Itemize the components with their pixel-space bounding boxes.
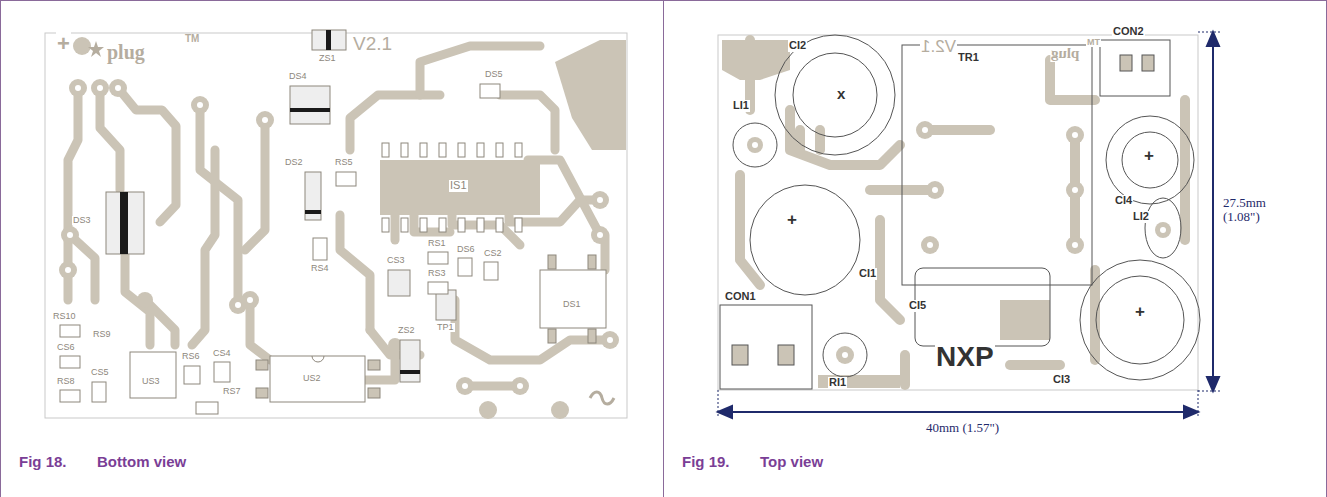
component-outlines [720,35,1200,389]
copper-traces [68,46,610,386]
part-label: RS6 [181,352,201,361]
part-label: CI2 [788,40,807,52]
part-label: CI4 [1114,195,1133,207]
copper-area [380,40,626,215]
part-label: TM [1086,38,1101,47]
extension-lines [718,32,1222,418]
part-label: TP1 [436,323,455,332]
part-label: ZS1 [318,54,337,63]
part-label: RS8 [56,377,76,386]
dimension-arrows [718,32,1219,418]
dimension-label: 40mm (1.57") [925,421,1000,435]
part-label: RI1 [828,377,847,389]
ac-symbol [590,392,614,404]
drill-holes [65,85,613,389]
part-label: plug [106,42,146,63]
part-label: DS6 [456,245,476,254]
part-label: TR1 [957,52,980,64]
part-label: + [786,211,798,229]
part-label: RS1 [427,239,447,248]
part-label: CON1 [724,291,757,303]
drill-holes [752,127,1166,358]
part-label: CS5 [90,368,110,377]
part-label: + [1134,303,1146,321]
diode-bands [120,30,420,374]
figure-caption: Fig 18. [19,453,97,470]
figure-caption: Top view [760,453,823,470]
part-label: DS5 [484,70,504,79]
caption-row: Fig 18.Bottom view [19,453,186,470]
part-label: DS4 [288,72,308,81]
part-label: V2.1 [920,38,957,56]
part-label: CS4 [212,349,232,358]
part-label: V2.1 [352,34,393,54]
part-label: CS6 [56,343,76,352]
part-label: CS3 [386,256,406,265]
part-label: x [836,86,846,102]
connector-pins [732,55,1154,365]
part-label: CS2 [483,249,503,258]
part-label: LI1 [732,100,750,112]
part-label: CI3 [1052,374,1071,386]
pads [59,37,619,419]
part-label: NXP [935,342,995,371]
dimension-label: 27.5mm (1.08") [1222,196,1288,223]
board-outline [45,33,627,418]
part-label: RS3 [427,269,447,278]
part-label: CI5 [908,300,927,312]
part-label: TM [184,34,200,45]
part-label: DS3 [72,216,92,225]
figure-panel: Fig 18.Bottom view [0,0,664,497]
copper-traces [740,40,1185,385]
part-label: CI1 [858,268,877,280]
part-label: RS9 [92,330,112,339]
part-label: RS5 [334,158,354,167]
board-outline [718,35,1198,390]
figure-caption: Bottom view [97,453,186,470]
part-label: LI2 [1132,211,1150,223]
part-label: plug [1050,46,1080,62]
part-label: RS10 [52,312,77,321]
part-label: US3 [141,377,161,386]
part-label: RS4 [310,264,330,273]
part-label: US2 [302,374,322,383]
figure-caption: Fig 19. [682,453,760,470]
part-label: ZS2 [397,326,416,335]
part-label: DS1 [562,300,582,309]
part-label: CON2 [1112,26,1145,38]
caption-row: Fig 19.Top view [682,453,823,470]
star-logo [88,41,104,57]
part-label: + [1143,147,1155,165]
part-label: IS1 [449,180,468,192]
part-label: DS2 [284,158,304,167]
part-label: RS7 [222,387,242,396]
smd-parts [60,30,606,414]
copper-area [722,40,1171,388]
part-label: + [56,32,71,55]
